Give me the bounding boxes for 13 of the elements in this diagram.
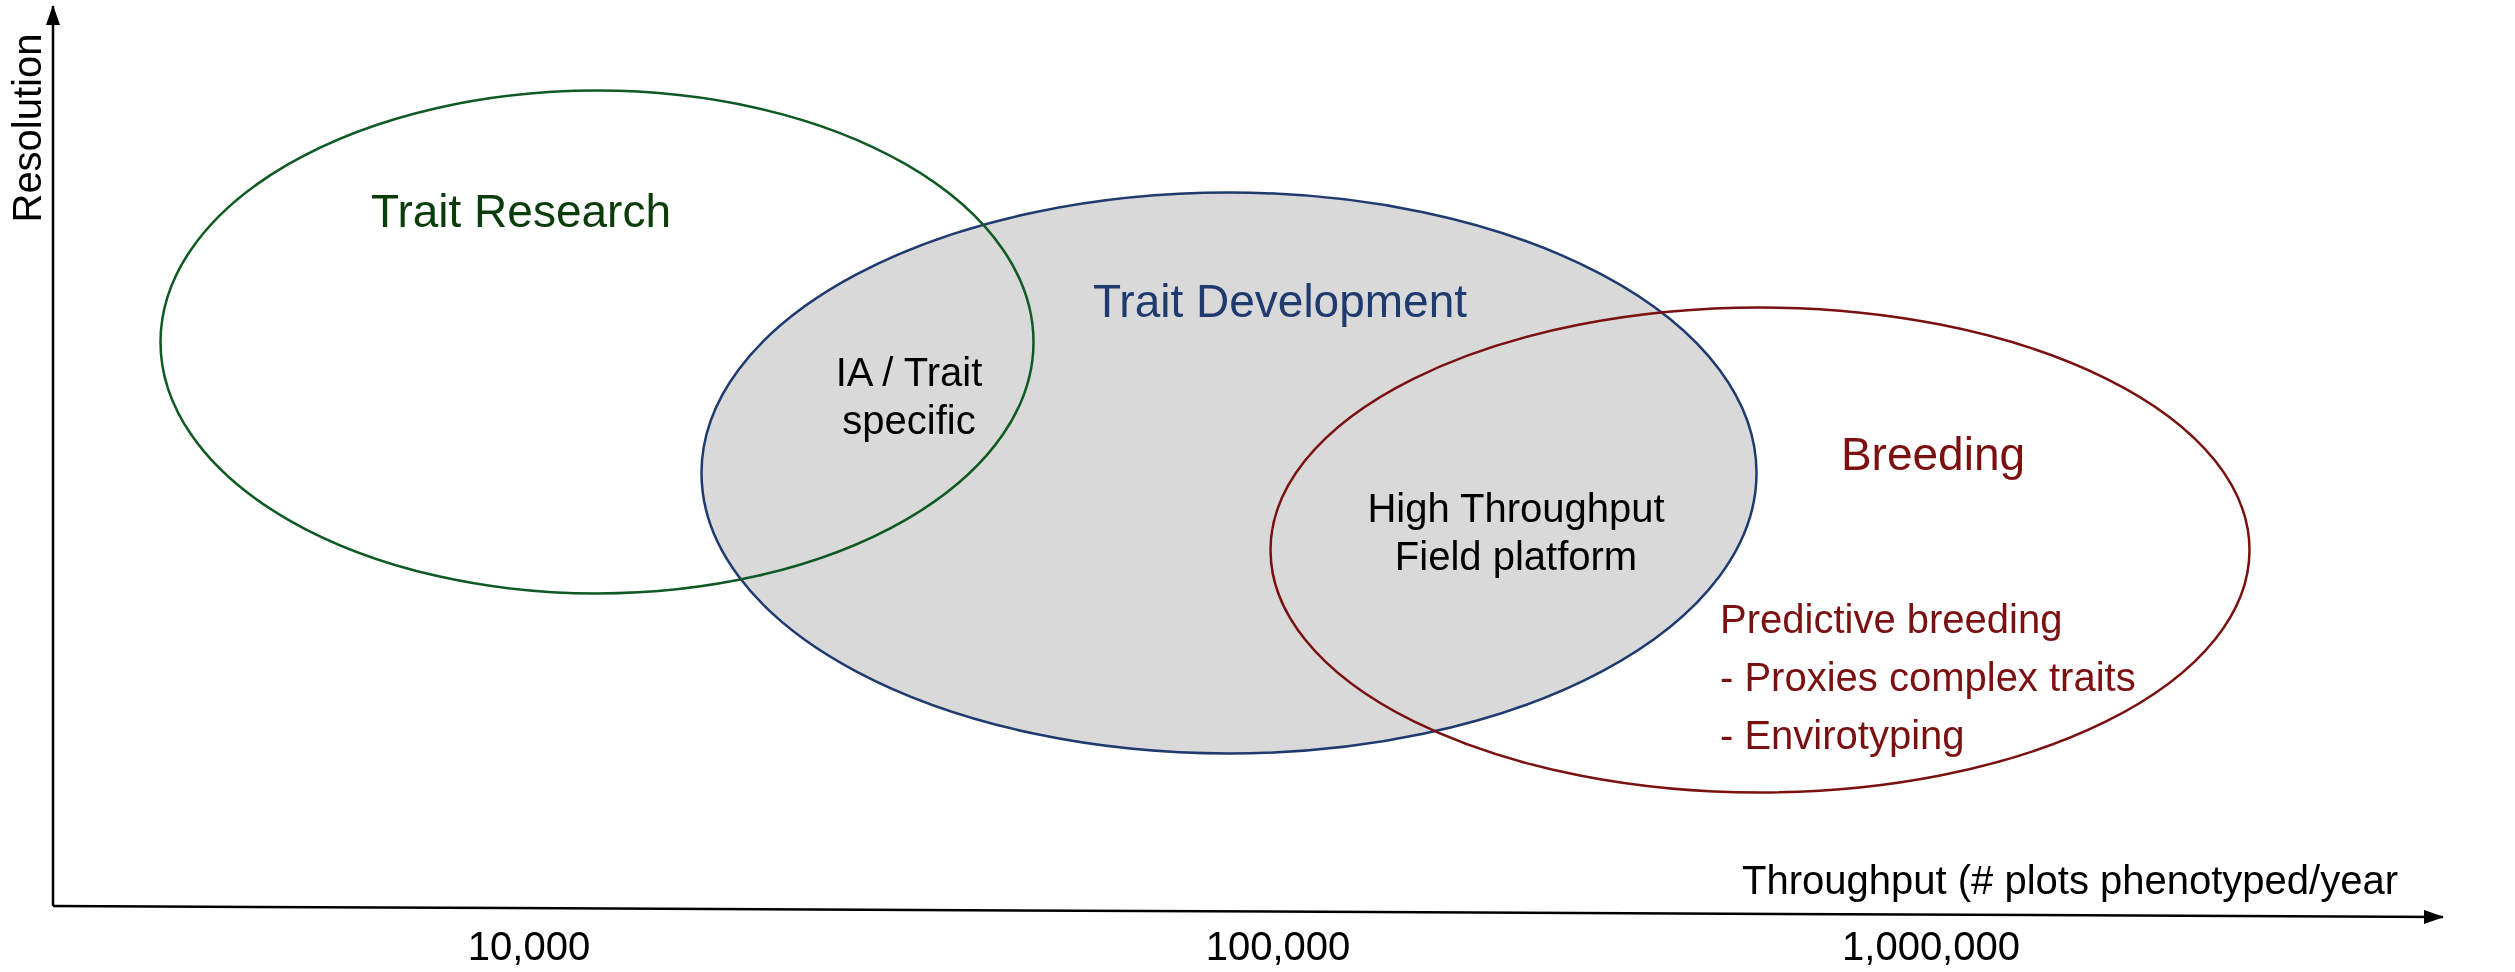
region-label: High Throughput Field platform bbox=[1366, 485, 1666, 580]
region-label: IA / Trait specific bbox=[834, 349, 984, 444]
tick-label: 10,000 bbox=[467, 923, 591, 970]
ellipse-title: Breeding bbox=[1840, 427, 2026, 483]
axis-title: Throughput (# plots phenotyped/year bbox=[1742, 857, 2398, 904]
tick-label: 100,000 bbox=[1205, 923, 1351, 970]
ellipse-title: Trait Research bbox=[371, 184, 671, 240]
list-item: - Envirotyping bbox=[1720, 712, 1965, 759]
axis-title: Resolution bbox=[4, 33, 50, 223]
list-item: - Proxies complex traits bbox=[1720, 654, 2136, 701]
tick-label: 1,000,000 bbox=[1842, 923, 2020, 970]
ellipse-title: Trait Development bbox=[1092, 274, 1468, 330]
note-text: Predictive breeding bbox=[1720, 596, 2063, 643]
